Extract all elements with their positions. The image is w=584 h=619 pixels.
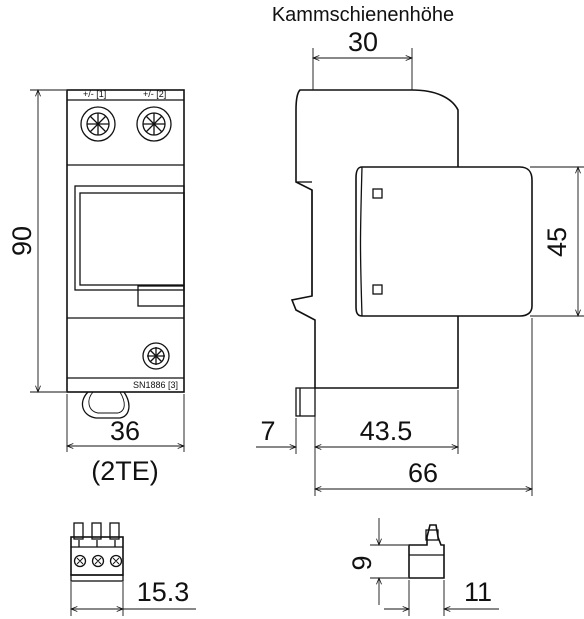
connector-side-view <box>408 524 445 579</box>
kammschienenhoehe-label: Kammschienenhöhe <box>272 4 454 26</box>
dimension-11: 11 <box>384 577 499 616</box>
dimension-7-label: 7 <box>260 416 275 446</box>
model-label: SN1886 [3] <box>133 380 178 390</box>
dimension-36: 36 (2TE) <box>67 394 184 486</box>
cap-notch-lower <box>372 284 383 295</box>
dimension-30-label: 30 <box>348 27 378 57</box>
terminal-screw-1-icon <box>80 106 116 142</box>
dimension-66-label: 66 <box>408 458 438 488</box>
dimension-90: 90 <box>7 90 66 392</box>
front-view: +/- [1] +/- [2] SN1886 [3] <box>66 89 185 419</box>
dimension-15-3: 15.3 <box>71 577 196 616</box>
dimension-66: 66 <box>315 318 532 496</box>
dimension-43-5-label: 43.5 <box>360 416 413 446</box>
dimension-11-label: 11 <box>464 577 492 607</box>
din-foot <box>295 387 316 417</box>
din-clip <box>81 391 130 419</box>
front-housing <box>66 89 185 393</box>
terminal-1-label: +/- [1] <box>83 89 106 99</box>
dimension-7-43-5: 7 43.5 <box>256 390 458 454</box>
dimension-2te-label: (2TE) <box>91 456 159 486</box>
dimension-45: 45 <box>530 167 584 316</box>
dimension-36-label: 36 <box>110 416 140 446</box>
side-view <box>290 89 533 417</box>
dimension-30: Kammschienenhöhe 30 <box>272 4 454 90</box>
dimension-90-label: 90 <box>7 226 37 256</box>
dimension-15-3-label: 15.3 <box>137 577 190 607</box>
dimension-45-label: 45 <box>542 227 572 257</box>
terminal-block-view <box>70 522 124 582</box>
dimension-9-label: 9 <box>347 555 377 570</box>
cap-notch-upper <box>372 188 383 199</box>
terminal-2-label: +/- [2] <box>143 89 166 99</box>
side-front-cap <box>355 166 533 317</box>
terminal-screw-3-icon <box>142 342 170 370</box>
terminal-screw-2-icon <box>136 106 172 142</box>
dimension-9: 9 <box>347 518 408 605</box>
